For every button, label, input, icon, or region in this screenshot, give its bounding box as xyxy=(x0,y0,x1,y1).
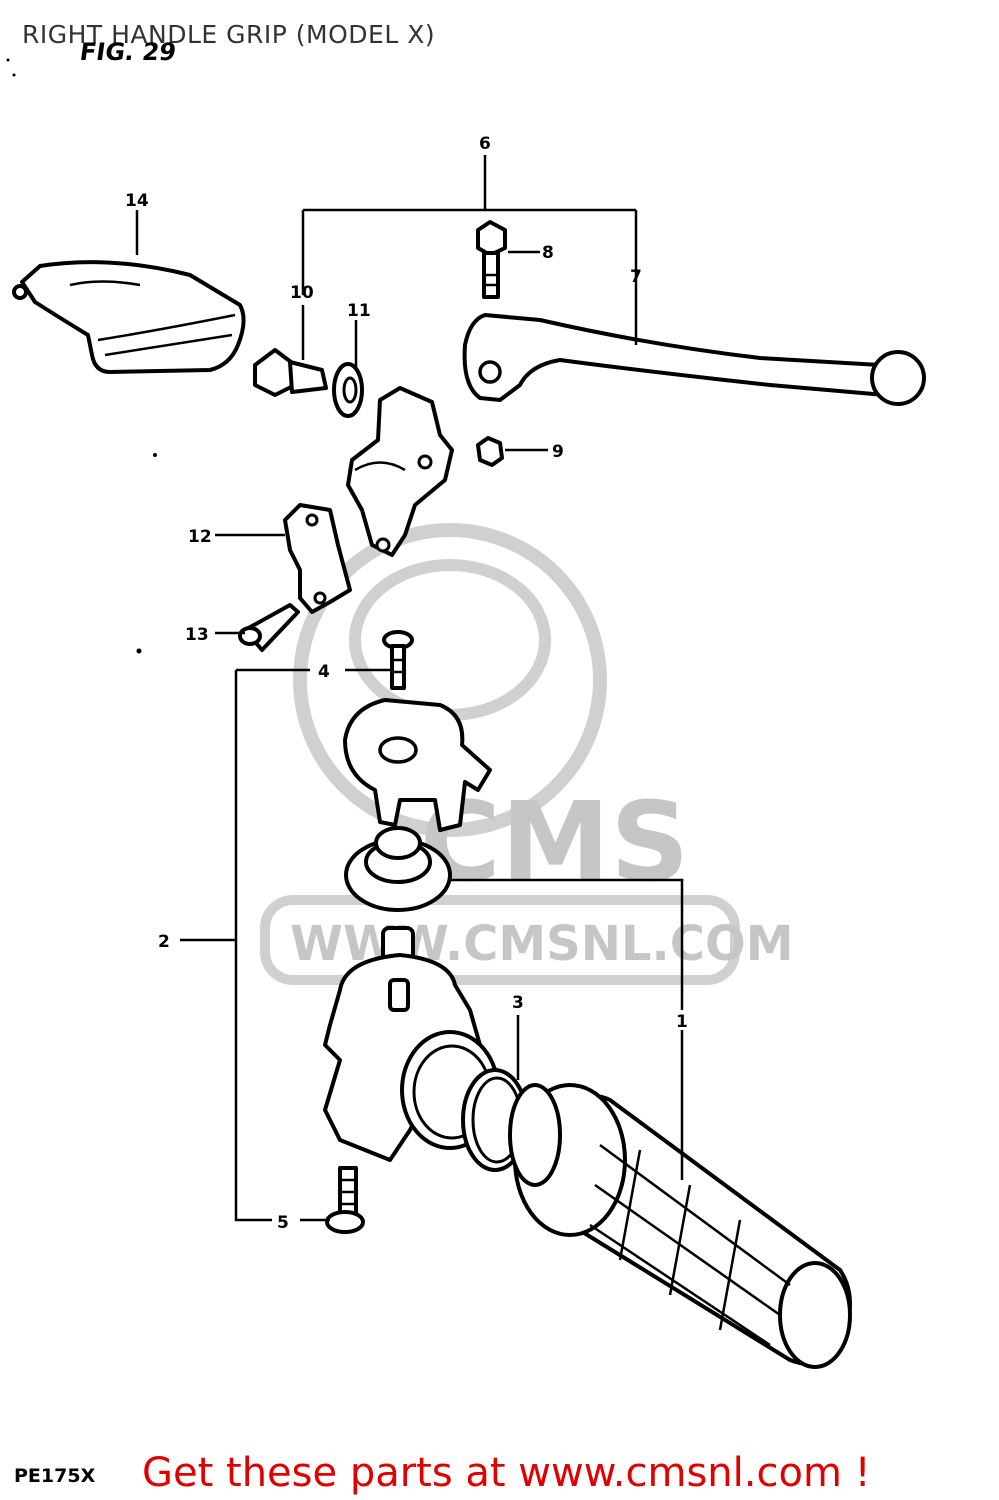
part-1-grip xyxy=(508,1083,852,1369)
model-code: PE175X xyxy=(14,1465,96,1487)
callout-14: 14 xyxy=(125,191,149,211)
part-12-clamp xyxy=(283,503,352,614)
part-10-bolt xyxy=(253,348,328,397)
callout-13: 13 xyxy=(185,625,209,645)
callout-8: 8 xyxy=(542,243,554,263)
page-title: RIGHT HANDLE GRIP (MODEL X) xyxy=(22,20,436,49)
part-4-screw xyxy=(382,630,414,690)
callout-labels: 1 2 3 4 5 6 7 8 9 10 11 12 13 14 xyxy=(125,134,688,1233)
callout-4: 4 xyxy=(318,662,330,682)
callout-12: 12 xyxy=(188,527,212,547)
cmsnl-watermark: CMS WWW.CMSNL.COM xyxy=(260,523,794,985)
callout-9: 9 xyxy=(552,442,564,462)
part-13-screw xyxy=(238,603,300,652)
part-7-brake-lever xyxy=(462,313,926,406)
leader-lines xyxy=(135,155,684,1222)
lever-holder xyxy=(346,386,454,557)
part-5-screw xyxy=(325,1166,365,1234)
scan-specks xyxy=(6,58,157,654)
callout-3: 3 xyxy=(512,993,524,1013)
callout-1: 1 xyxy=(676,1012,688,1032)
callout-11: 11 xyxy=(347,301,371,321)
part-9-nut xyxy=(476,436,504,467)
callout-10: 10 xyxy=(290,283,314,303)
promo-link[interactable]: Get these parts at www.cmsnl.com ! xyxy=(142,1450,871,1496)
part-8-pivot-bolt xyxy=(476,220,507,299)
callout-5: 5 xyxy=(277,1213,289,1233)
throttle-pulley xyxy=(344,826,452,912)
callout-2: 2 xyxy=(158,932,170,952)
part-14-lever-cover xyxy=(12,260,246,374)
throttle-housing-upper xyxy=(343,698,492,832)
callout-7: 7 xyxy=(630,267,642,287)
part-11-washer xyxy=(332,362,364,418)
callout-6: 6 xyxy=(479,134,491,154)
